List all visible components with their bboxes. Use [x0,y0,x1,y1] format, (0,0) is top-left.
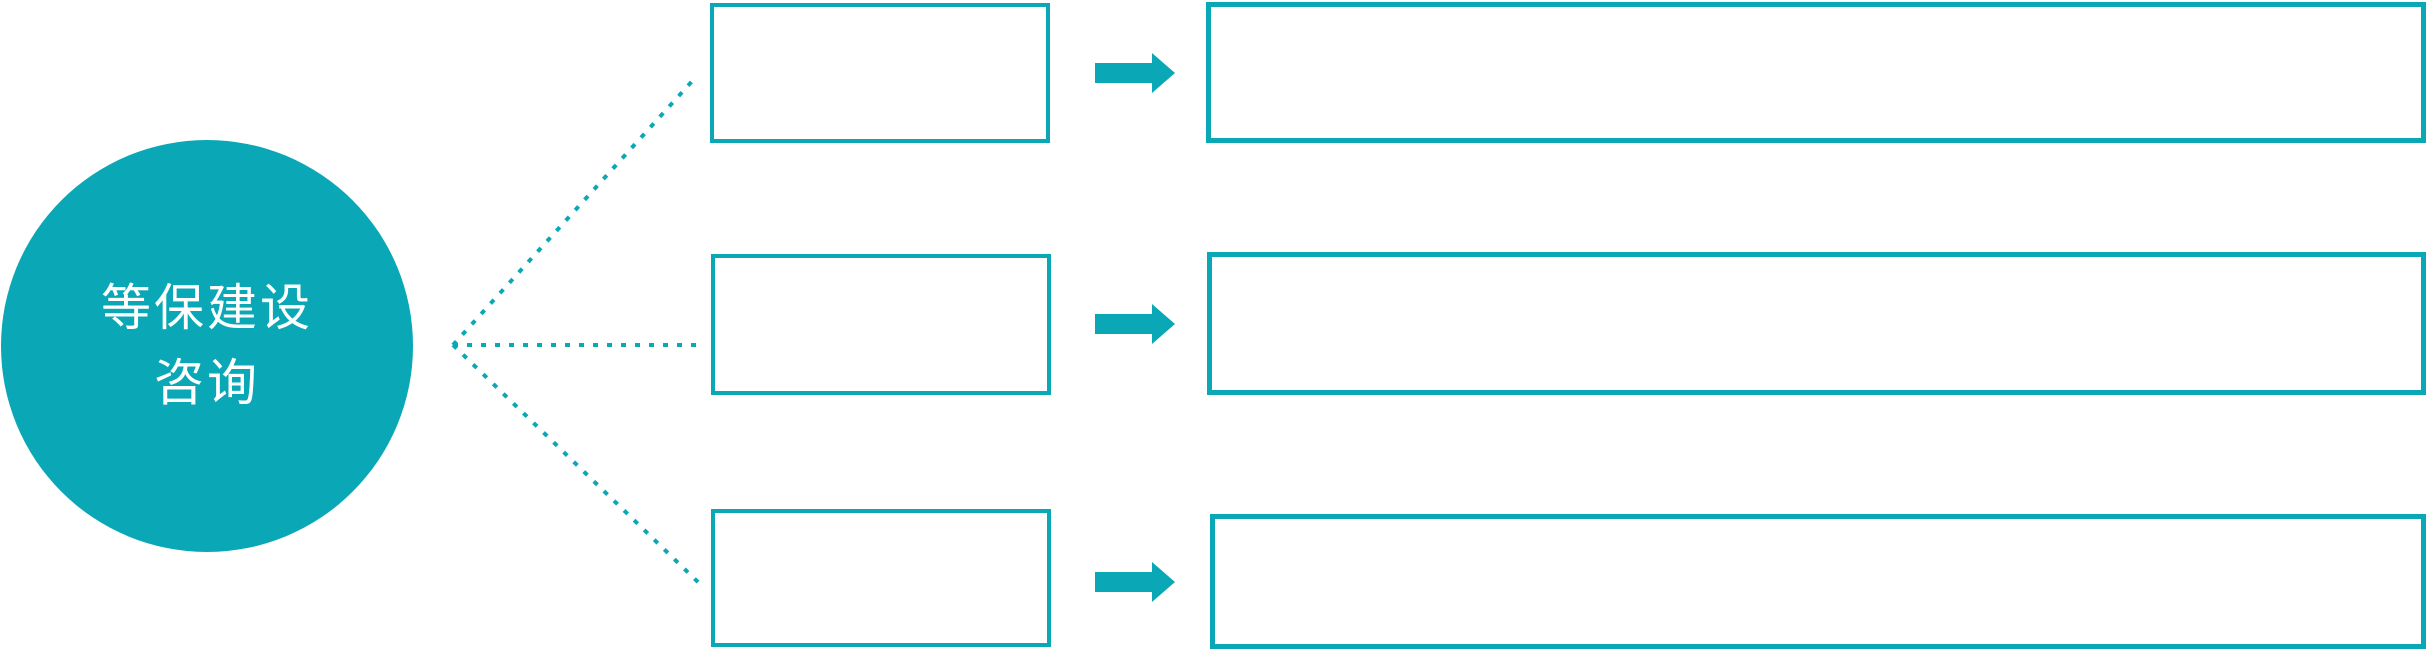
connector-line-top [451,76,697,347]
detail-box-3 [1210,514,2426,649]
hub-circle-label: 等保建设 咨询 [101,280,313,411]
connector-line-bottom [451,343,702,586]
right-arrow-icon [1095,53,1175,93]
detail-box-1 [1206,2,2426,143]
detail-box-2 [1207,252,2426,395]
step-box-3 [711,509,1051,647]
right-arrow-icon [1095,562,1175,602]
hub-circle: 等保建设 咨询 [1,140,413,552]
step-box-2 [711,254,1051,395]
step-box-1 [710,3,1050,143]
right-arrow-icon [1095,304,1175,344]
